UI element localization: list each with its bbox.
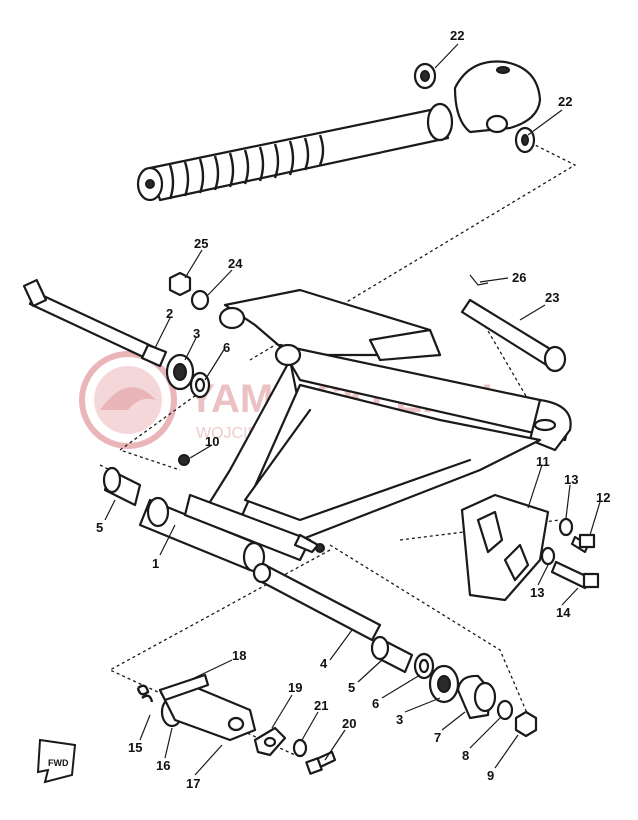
callout-18: 18 (232, 648, 246, 663)
bolt-14 (550, 560, 600, 590)
callout-21: 21 (314, 698, 328, 713)
callout-23: 23 (545, 290, 559, 305)
callout-26: 26 (512, 270, 526, 285)
nut-9 (514, 710, 538, 738)
callout-9: 9 (487, 768, 494, 783)
cotter-pin-26 (469, 274, 489, 286)
callout-13-lower: 13 (530, 585, 544, 600)
callout-6-upper: 6 (223, 340, 230, 355)
grease-nipple-1 (293, 533, 325, 554)
washer-13-lower (540, 546, 556, 566)
callout-22-right: 22 (558, 94, 572, 109)
callout-15: 15 (128, 740, 142, 755)
bearing-3-lower (428, 664, 460, 704)
watermark-logo-icon (79, 351, 177, 449)
axle-bolt-23 (460, 298, 567, 373)
callout-11: 11 (536, 454, 550, 469)
bushing-2 (140, 343, 168, 368)
callout-1: 1 (152, 556, 159, 571)
callout-labels: 22 22 25 24 26 23 2 3 6 10 5 1 11 13 12 … (96, 28, 610, 791)
swingarm-frame (138, 288, 572, 573)
callout-7: 7 (434, 730, 441, 745)
callout-24: 24 (228, 256, 243, 271)
callout-5-right: 5 (348, 680, 355, 695)
washer-21 (292, 738, 308, 758)
callout-12: 12 (596, 490, 610, 505)
bolt-12 (570, 533, 596, 554)
grease-nipple-10 (178, 454, 190, 466)
pivot-shaft-4 (252, 562, 382, 642)
callout-17: 17 (186, 776, 200, 791)
bolt-20 (305, 750, 337, 775)
rear-shock-absorber (136, 60, 542, 202)
washer-24 (190, 289, 210, 311)
callout-13-upper: 13 (564, 472, 578, 487)
fwd-arrow-icon: FWD (36, 738, 77, 784)
callout-8: 8 (462, 748, 469, 763)
leader-lines (104, 43, 601, 776)
callout-5-left: 5 (96, 520, 103, 535)
upper-pivot-bolt (22, 278, 162, 364)
washer-13-upper (558, 517, 574, 537)
callout-22-top: 22 (450, 28, 464, 43)
callout-2: 2 (166, 306, 173, 321)
callout-19: 19 (288, 680, 302, 695)
spring-15 (136, 684, 154, 703)
callout-10: 10 (205, 434, 219, 449)
washer-22-top (413, 62, 437, 90)
callout-20: 20 (342, 716, 356, 731)
callout-14: 14 (556, 605, 571, 620)
nut-25 (168, 271, 192, 297)
callout-6-lower: 6 (372, 696, 379, 711)
adjuster-plate-11 (460, 493, 550, 602)
cap-7 (456, 674, 497, 720)
callout-25: 25 (194, 236, 208, 251)
washer-6-upper (189, 371, 211, 399)
washer-22-right (514, 126, 536, 154)
callout-16: 16 (156, 758, 170, 773)
washer-6-lower (413, 652, 435, 680)
bushing-5-right (370, 635, 414, 674)
bushing-5-left (102, 466, 142, 507)
block-19 (253, 726, 287, 757)
fwd-label: FWD (48, 758, 69, 768)
washer-8 (496, 699, 514, 721)
bearing-3-upper (165, 353, 195, 391)
callout-4: 4 (320, 656, 328, 671)
callout-3-lower: 3 (396, 712, 403, 727)
callout-3-upper: 3 (193, 326, 200, 341)
